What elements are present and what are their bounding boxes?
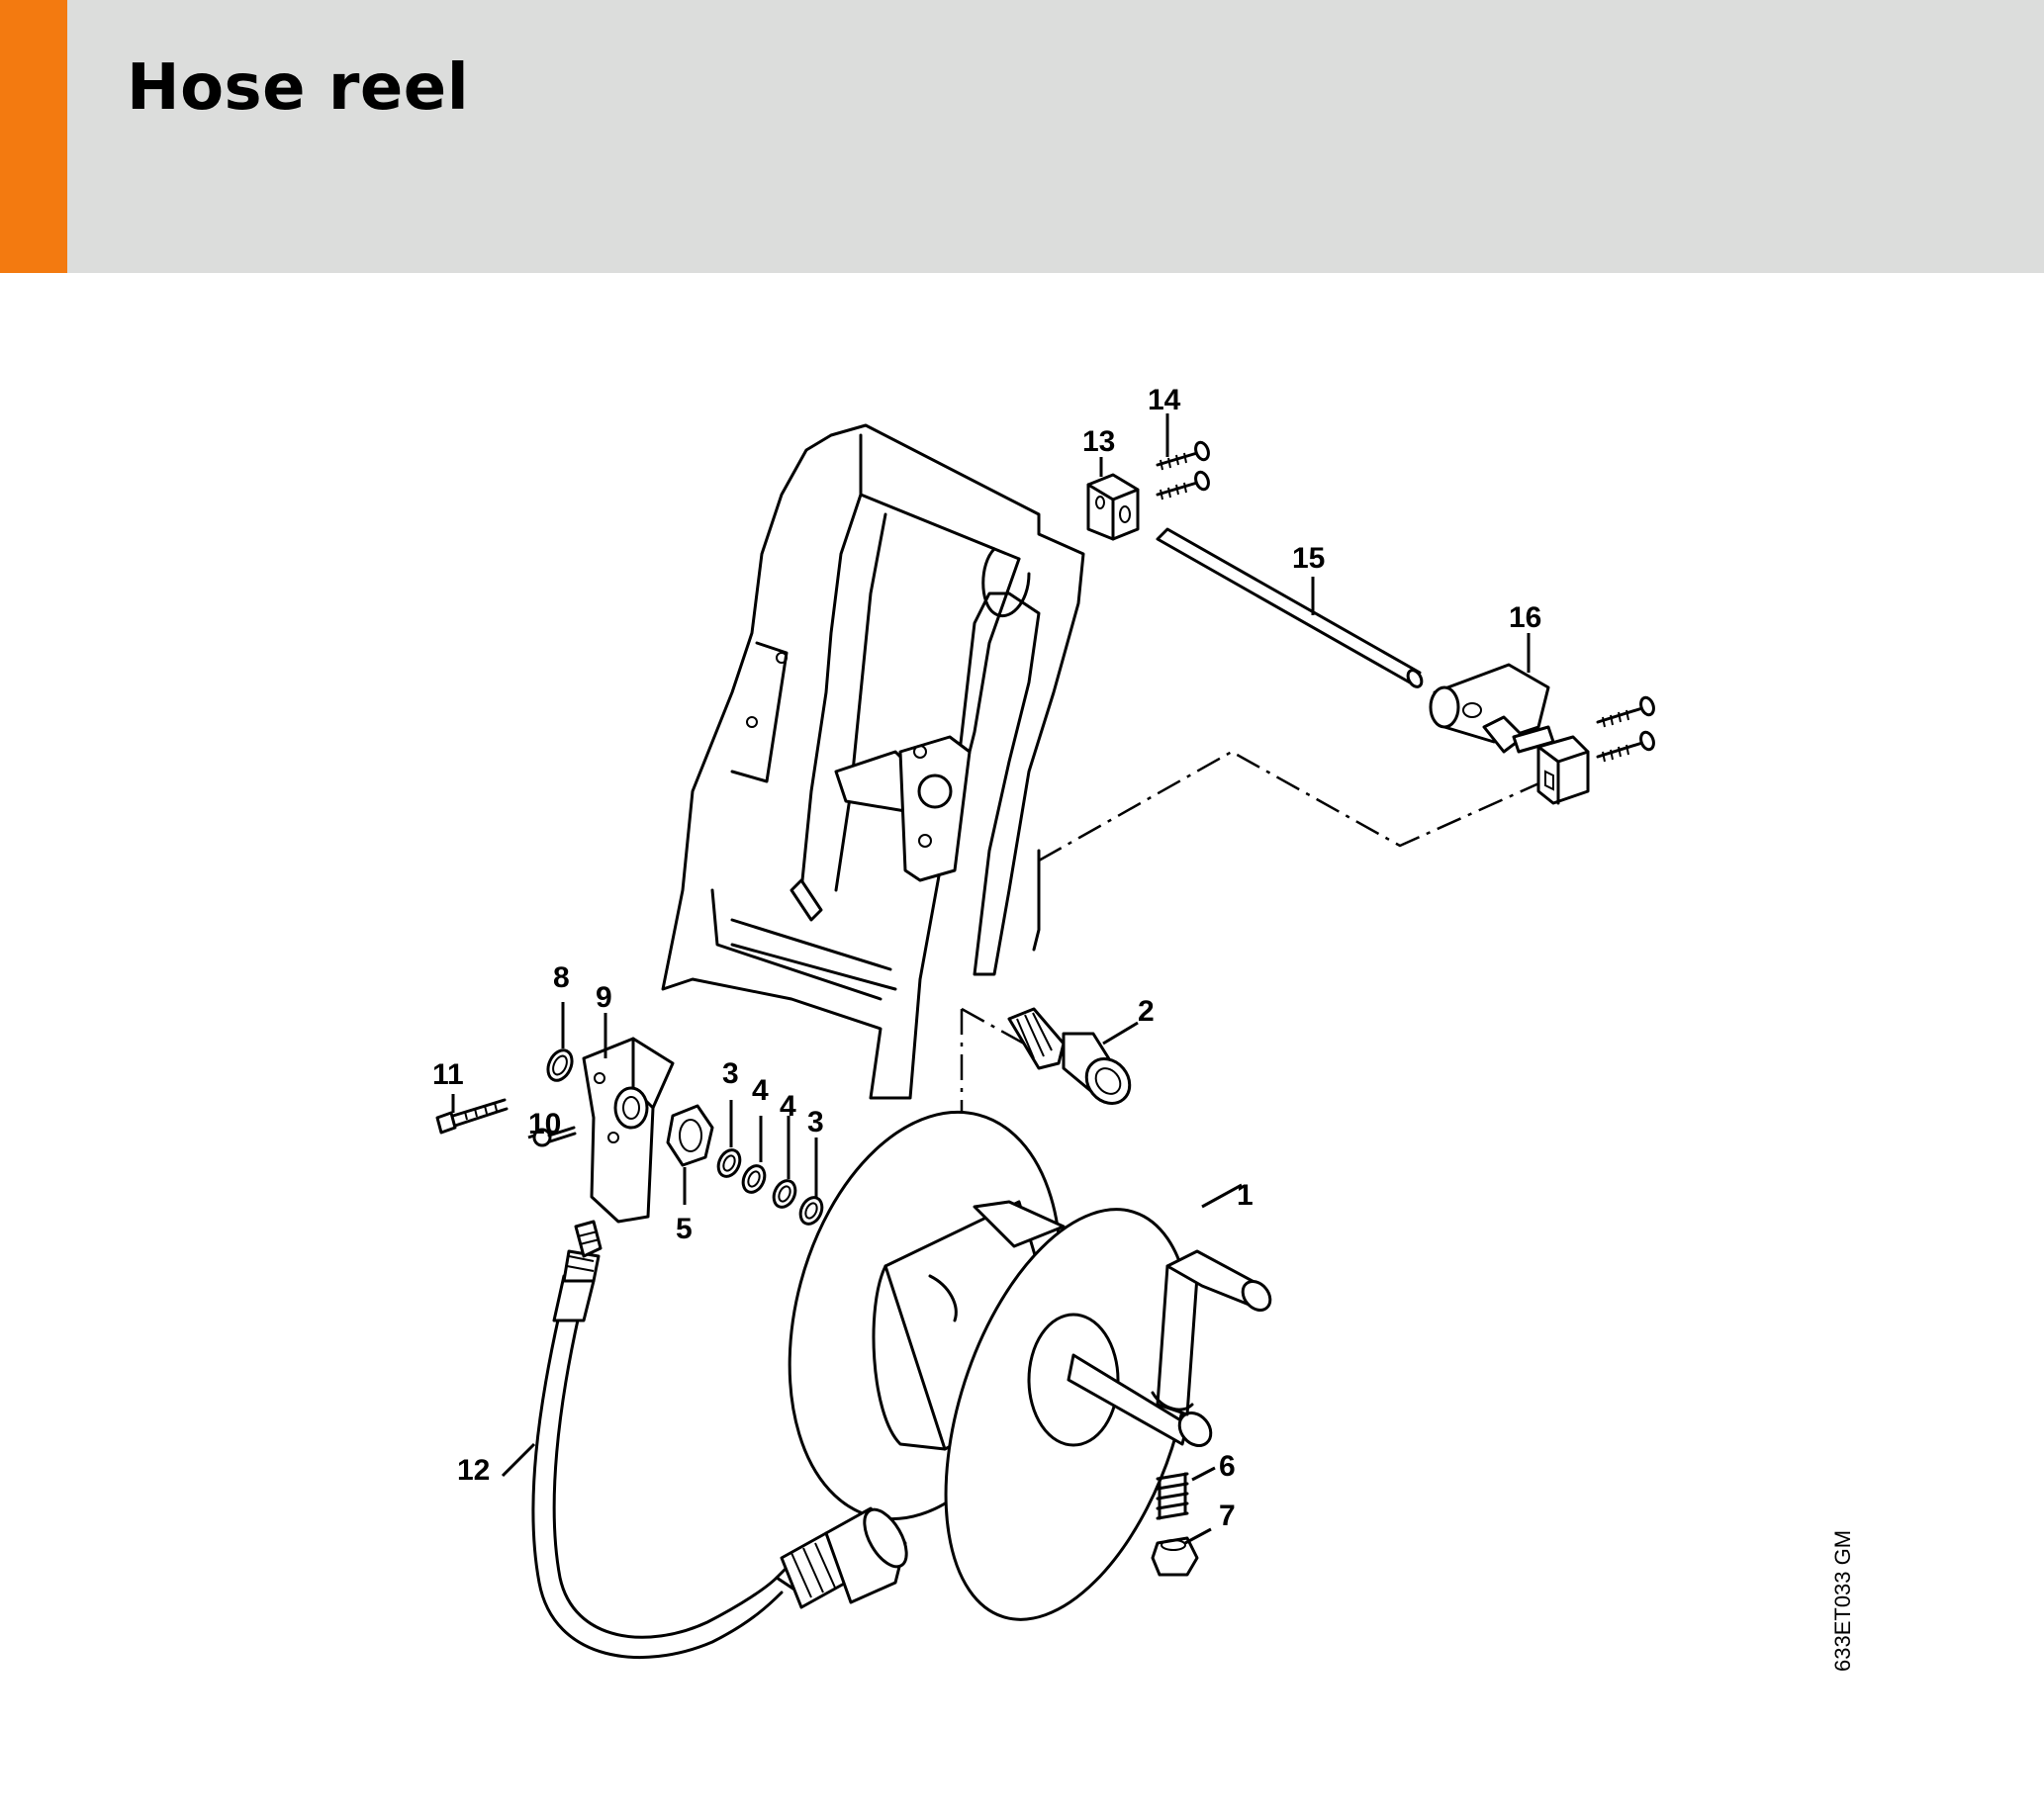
parts-3-4-rings <box>716 1148 824 1226</box>
callout-4: 4 <box>752 1074 769 1107</box>
part-8-oring <box>546 1048 574 1082</box>
callout-15: 15 <box>1292 542 1325 575</box>
part-2-fitting <box>1007 1007 1132 1105</box>
callout-13: 13 <box>1082 425 1115 458</box>
part-10-screw <box>532 1126 577 1147</box>
callout-5: 5 <box>676 1213 693 1245</box>
callout-1: 1 <box>1237 1179 1254 1212</box>
part-13-clamp <box>1086 473 1140 541</box>
part-16-bracket <box>1429 663 1655 805</box>
callout-7: 7 <box>1219 1500 1236 1532</box>
callout-10: 10 <box>528 1108 561 1140</box>
callout-4b: 4 <box>780 1090 796 1123</box>
leader-lines <box>451 413 1531 1545</box>
part-7-nut <box>1151 1536 1199 1577</box>
part-6-spring <box>1156 1472 1189 1520</box>
callout-2: 2 <box>1138 995 1155 1028</box>
orange-accent-bar <box>0 0 67 273</box>
callout-16: 16 <box>1509 601 1541 634</box>
callout-11: 11 <box>432 1058 464 1091</box>
callout-labels: 1 2 3 3 4 4 5 6 7 8 9 10 11 12 13 14 15 … <box>432 384 1541 1532</box>
drawing-reference-text: 633ET033 GM <box>1830 1529 1855 1672</box>
callout-6: 6 <box>1219 1450 1236 1483</box>
callout-3b: 3 <box>807 1106 824 1138</box>
part-9-bracket <box>574 1037 675 1258</box>
frame <box>661 423 1085 1100</box>
part-15-rod <box>1156 527 1424 688</box>
callout-8: 8 <box>553 961 570 994</box>
part-12-hose <box>531 1249 908 1659</box>
callout-14: 14 <box>1148 384 1181 416</box>
part-1-reel-drum <box>788 1110 1272 1621</box>
part-5-nut <box>666 1104 714 1167</box>
callout-9: 9 <box>596 981 612 1014</box>
header-band <box>0 0 2044 273</box>
callout-12: 12 <box>457 1454 490 1487</box>
part-14-screws <box>1156 440 1210 500</box>
part-11-screw <box>435 1098 509 1135</box>
page-title: Hose reel <box>127 51 470 125</box>
callout-3: 3 <box>722 1057 739 1090</box>
